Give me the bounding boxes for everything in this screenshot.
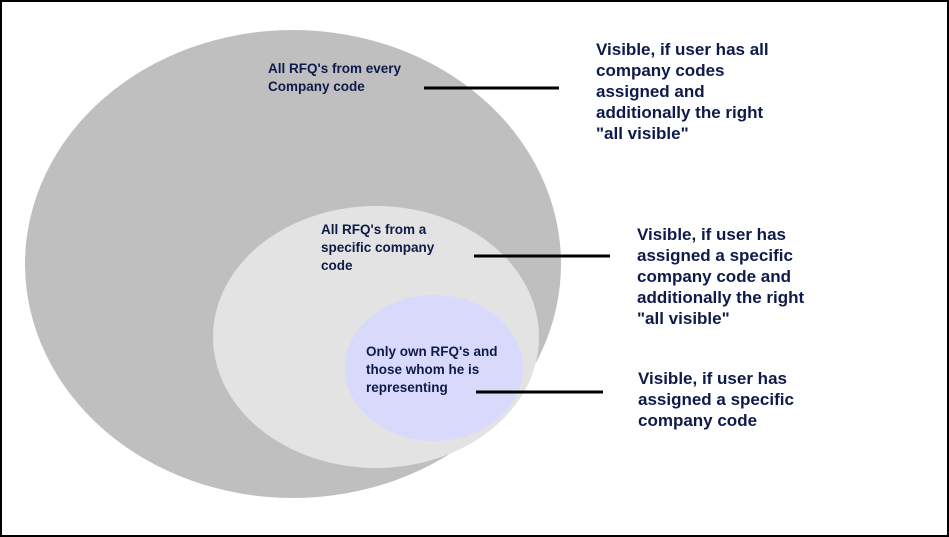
inner-ring-own-rfqs: [345, 295, 523, 441]
middle-ring-label: All RFQ's from a specific company code: [321, 222, 435, 273]
inner-ring-description: Visible, if user has assigned a specific…: [638, 369, 794, 430]
inner-ring-label: Only own RFQ's and those whom he is repr…: [366, 344, 498, 395]
outer-ring-label: All RFQ's from every Company code: [268, 61, 402, 94]
middle-ring-description: Visible, if user has assigned a specific…: [637, 225, 805, 328]
outer-ring-description: Visible, if user has all company codes a…: [596, 40, 769, 143]
